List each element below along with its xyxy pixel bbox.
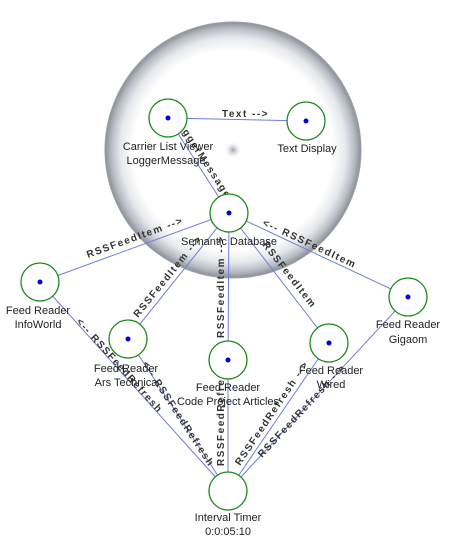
edge-label-text: Text --> (222, 109, 269, 120)
node-label-line2: Gigaom (389, 334, 428, 346)
node-feed-wired[interactable]: Feed Reader Wired (299, 323, 364, 391)
edges (39, 117, 409, 492)
node-feed-infoworld[interactable]: Feed Reader InfoWorld (6, 262, 71, 331)
edge-label-rss-codeproject: RSSFeedItem --> (216, 236, 227, 338)
node-interval-timer[interactable]: Interval Timer 0:0:05:10 (195, 471, 262, 538)
node-label-line2: InfoWorld (15, 319, 62, 331)
node-label-line1: Feed Reader (6, 305, 71, 317)
node-ring (208, 471, 248, 511)
node-label-line1: Feed Reader (196, 382, 261, 394)
node-dot (165, 115, 171, 121)
edge-timer-wired[interactable] (227, 342, 330, 492)
node-dot (326, 340, 332, 346)
nodes: Carrier List Viewer LoggerMessage Text D… (6, 98, 441, 538)
node-label-line2: Ars Technica (95, 377, 159, 389)
node-feed-gigaom[interactable]: Feed Reader Gigaom (376, 277, 441, 346)
node-label-line1: Interval Timer (195, 512, 262, 524)
edge-timer-ars[interactable] (127, 338, 229, 492)
node-label-line2: Wired (317, 379, 346, 391)
node-label-line1: Semantic Database (181, 236, 277, 248)
node-label-line2: LoggerMessage (127, 155, 206, 167)
node-label-line1: Text Display (277, 143, 337, 155)
node-label-line1: Carrier List Viewer (123, 141, 214, 153)
node-dot (225, 357, 231, 363)
edge-codeproject-semantic[interactable] (227, 212, 230, 361)
node-label-line2: Code Project Articles (177, 396, 280, 408)
edge-wired-semantic[interactable] (228, 212, 330, 344)
node-text-display[interactable]: Text Display (277, 101, 337, 155)
node-label-line1: Feed Reader (376, 319, 441, 331)
edge-timer-infoworld[interactable] (39, 281, 229, 492)
node-dot (405, 294, 411, 300)
node-label-line1: Feed Reader (299, 365, 364, 377)
edge-timer-gigaom[interactable] (227, 296, 409, 492)
node-feed-codeproject[interactable]: Feed Reader Code Project Articles (177, 340, 280, 408)
node-dot (226, 210, 232, 216)
node-feed-arstechnica[interactable]: Feed Reader Ars Technica (94, 319, 159, 389)
node-dot (125, 336, 131, 342)
node-label-line1: Feed Reader (94, 363, 159, 375)
edge-ars-semantic[interactable] (127, 212, 230, 340)
sphere-center-glow (224, 141, 242, 159)
edge-label-refresh-codeproject: RSSFeedRefresh --> (216, 343, 227, 466)
node-semantic-database[interactable]: Semantic Database (181, 193, 277, 248)
node-dot (37, 279, 43, 285)
edge-gigaom-semantic[interactable] (228, 212, 409, 298)
edge-carrier-text[interactable] (167, 117, 307, 122)
node-carrier-list-viewer[interactable]: Carrier List Viewer LoggerMessage (123, 98, 214, 167)
node-dot (303, 118, 309, 124)
node-label-line2: 0:0:05:10 (205, 526, 251, 538)
edge-infoworld-semantic[interactable] (39, 212, 230, 283)
